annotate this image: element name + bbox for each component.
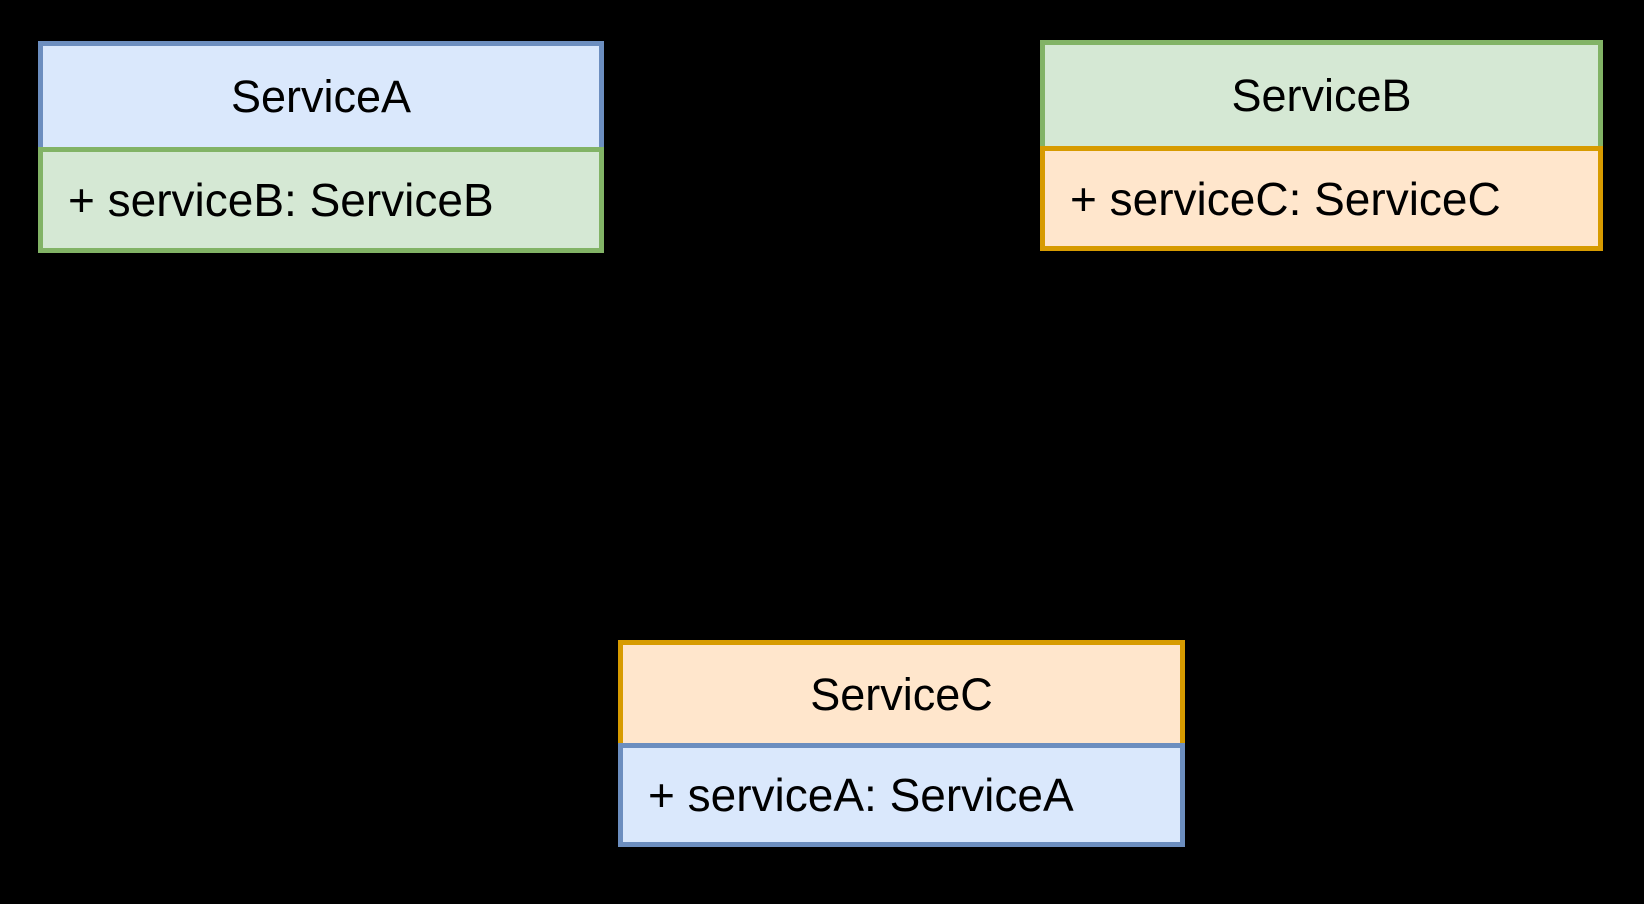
edge-serviceb-to-servicec	[1189, 256, 1324, 804]
class-node-servicec: ServiceC + serviceA: ServiceA	[618, 640, 1185, 847]
class-body-servicec: + serviceA: ServiceA	[618, 743, 1185, 847]
class-header-serviceb: ServiceB	[1040, 40, 1603, 146]
class-title: ServiceC	[810, 668, 993, 720]
class-header-servicea: ServiceA	[38, 41, 604, 147]
class-title: ServiceA	[230, 71, 412, 122]
class-title: ServiceB	[1231, 70, 1412, 121]
class-node-serviceb: ServiceB + serviceC: ServiceC	[1040, 40, 1603, 251]
class-attribute: + serviceC: ServiceC	[1070, 172, 1501, 225]
edge-line-b-c	[1209, 256, 1324, 799]
class-body-serviceb: + serviceC: ServiceC	[1040, 146, 1603, 251]
class-node-servicea: ServiceA + serviceB: ServiceB	[38, 41, 604, 253]
class-header-servicec: ServiceC	[618, 640, 1185, 743]
edge-servicec-to-servicea	[301, 240, 624, 801]
edge-line-c-a	[308, 262, 624, 801]
class-attribute: + serviceB: ServiceB	[68, 174, 494, 226]
class-body-servicea: + serviceB: ServiceB	[38, 147, 604, 253]
arrowhead-into-servicec-icon	[1189, 786, 1209, 804]
edge-line-a-b	[600, 90, 1028, 202]
class-attribute: + serviceA: ServiceA	[648, 769, 1074, 821]
edge-servicea-to-serviceb	[600, 85, 1046, 202]
